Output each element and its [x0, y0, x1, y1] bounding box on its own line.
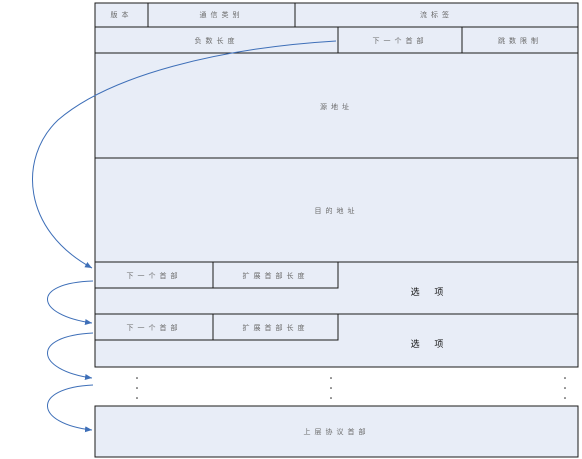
traffic-class-field: 通信类别	[147, 2, 296, 28]
ext1-length-cell	[212, 261, 339, 289]
ext1-options-label: 选 项	[411, 286, 450, 298]
ext2-options-label: 选 项	[411, 338, 450, 350]
ellipsis-middle	[330, 377, 332, 399]
flow-label-field: 流标签	[294, 2, 579, 28]
ellipsis-right	[564, 377, 566, 399]
destination-address-label: 目的地址	[315, 206, 359, 215]
ellipsis-left	[136, 377, 138, 399]
source-address-label: 源地址	[320, 102, 353, 111]
hop-limit-label: 跳数限制	[498, 36, 542, 45]
upper-layer-header: 上层协议首部	[94, 405, 579, 458]
next-header-arrow-ext1	[47, 280, 94, 325]
ext2-next-header-cell	[94, 313, 214, 341]
extension-header-2: 下一个首部 扩展首部长度 选 项	[94, 313, 579, 368]
traffic-class-label: 通信类别	[200, 10, 244, 19]
next-header-arrow-upper	[47, 384, 94, 433]
ext2-length-label: 扩展首部长度	[243, 323, 309, 332]
ext2-length-cell	[212, 313, 339, 341]
next-header-arrow-ext2	[47, 332, 94, 380]
ext1-length-label: 扩展首部长度	[243, 271, 309, 280]
payload-length-label: 负数长度	[195, 36, 239, 45]
version-label: 版本	[111, 10, 133, 19]
version-field: 版本	[94, 2, 149, 28]
ext1-next-header-cell	[94, 261, 214, 289]
extension-header-1: 下一个首部 扩展首部长度 选 项	[94, 261, 579, 315]
source-address-field: 源地址	[94, 52, 579, 159]
next-header-field: 下一个首部	[337, 26, 463, 54]
payload-length-field: 负数长度	[94, 26, 339, 54]
upper-layer-label: 上层协议首部	[304, 427, 370, 436]
next-header-label: 下一个首部	[373, 36, 428, 45]
next-header-arrow-main	[32, 40, 337, 269]
destination-address-field: 目的地址	[94, 157, 579, 263]
ext1-next-header-label: 下一个首部	[127, 271, 182, 280]
flow-label-label: 流标签	[420, 10, 453, 19]
ext2-next-header-label: 下一个首部	[127, 323, 182, 332]
hop-limit-field: 跳数限制	[461, 26, 579, 54]
